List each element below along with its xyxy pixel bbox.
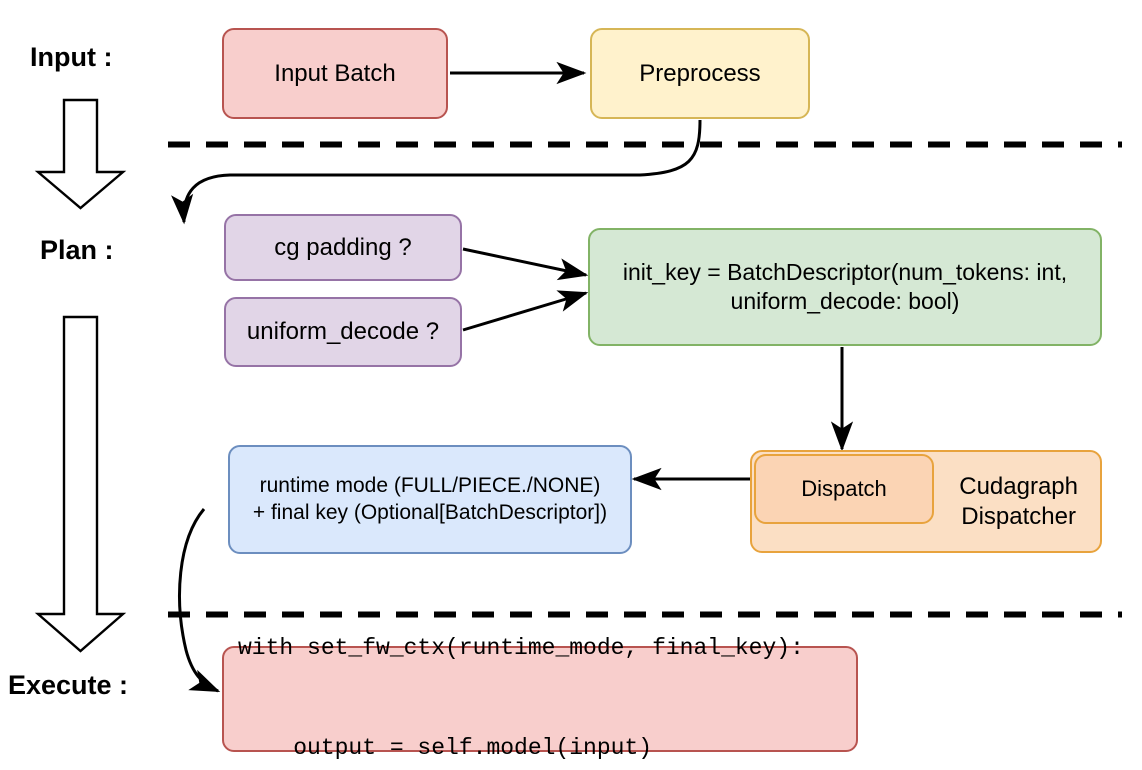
node-dispatch-label: Dispatch — [801, 476, 887, 502]
node-execute-code-line2: output = self.model(input) — [238, 735, 653, 762]
stage-arrow-input-to-plan — [34, 98, 127, 210]
node-preprocess-label: Preprocess — [639, 59, 761, 87]
node-init-key[interactable]: init_key = BatchDescriptor(num_tokens: i… — [588, 228, 1102, 346]
edge-preprocess-to-cg-padding — [171, 119, 702, 225]
node-uniform-decode-label: uniform_decode ? — [246, 318, 440, 345]
edge-cg-padding-to-init-key — [462, 247, 589, 281]
node-cg-padding[interactable]: cg padding ? — [224, 214, 462, 281]
edge-runtime-mode-to-execute-code — [178, 508, 221, 693]
node-cudagraph-dispatcher-line1: Cudagraph — [959, 472, 1078, 500]
edge-uniform-decode-to-init-key — [462, 290, 589, 332]
stage-label-plan: Plan : — [40, 235, 114, 265]
node-runtime-mode[interactable]: runtime mode (FULL/PIECE./NONE) + final … — [228, 445, 632, 554]
node-input-batch-label: Input Batch — [274, 59, 396, 87]
node-uniform-decode[interactable]: uniform_decode ? — [224, 297, 462, 367]
stage-arrow-plan-to-execute — [34, 315, 127, 653]
node-dispatch[interactable]: Dispatch — [754, 454, 934, 524]
node-cudagraph-dispatcher-line2: Dispatcher — [961, 502, 1076, 530]
node-init-key-line1: init_key = BatchDescriptor(num_tokens: i… — [622, 259, 1068, 286]
node-init-key-line2: uniform_decode: bool) — [730, 288, 960, 314]
node-runtime-mode-text: runtime mode (FULL/PIECE./NONE) + final … — [253, 473, 607, 526]
node-runtime-mode-line2: + final key (Optional[BatchDescriptor]) — [252, 500, 608, 524]
stage-label-input: Input : — [30, 42, 113, 72]
node-cudagraph-dispatcher-text: Cudagraph Dispatcher — [959, 472, 1078, 532]
node-cg-padding-label: cg padding ? — [274, 233, 412, 261]
node-execute-code-text: with set_fw_ctx(runtime_mode, final_key)… — [238, 566, 804, 770]
node-runtime-mode-line1: runtime mode (FULL/PIECE./NONE) — [259, 474, 601, 498]
node-execute-code-line1: with set_fw_ctx(runtime_mode, final_key)… — [238, 635, 804, 662]
node-execute-code[interactable]: with set_fw_ctx(runtime_mode, final_key)… — [222, 635, 858, 761]
node-init-key-text: init_key = BatchDescriptor(num_tokens: i… — [623, 258, 1067, 316]
node-preprocess[interactable]: Preprocess — [590, 28, 810, 119]
node-input-batch[interactable]: Input Batch — [222, 28, 448, 119]
stage-label-execute: Execute : — [8, 670, 129, 700]
